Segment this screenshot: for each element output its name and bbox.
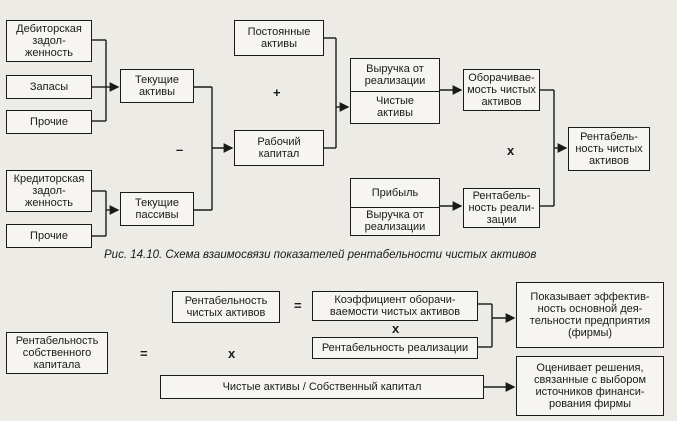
efficiency-note-box: Показывает эффектив- ность основной дея-… <box>516 282 664 348</box>
receivables-box: Дебиторская задол- женность <box>6 20 92 62</box>
current-assets-box: Текущие активы <box>120 69 194 103</box>
turnover-denominator: Чистые активы <box>375 95 415 120</box>
times-operator-top: x <box>507 143 515 158</box>
turnover-ratio-box: Выручка от реализации Чистые активы <box>350 58 440 124</box>
working-capital-box: Рабочий капитал <box>234 130 324 166</box>
leverage-box: Чистые активы / Собственный капитал <box>160 375 484 399</box>
turnover-numerator: Выручка от реализации <box>351 59 439 92</box>
roe-box: Рентабельность собственного капитала <box>6 332 108 374</box>
plus-operator: + <box>273 85 281 100</box>
other-current-box: Прочие <box>6 110 92 134</box>
margin-ratio-box: Прибыль Выручка от реализации <box>350 178 440 236</box>
current-liabilities-box: Текущие пассивы <box>120 192 194 226</box>
asset-turnover-box: Оборачивае- мость чистых активов <box>463 69 540 111</box>
other-liabilities-box: Прочие <box>6 224 92 248</box>
times-operator-2: x <box>228 346 236 361</box>
inventory-box: Запасы <box>6 75 92 99</box>
payables-box: Кредиторская задол- женность <box>6 170 92 212</box>
fixed-assets-box: Постоянные активы <box>234 20 324 56</box>
times-operator-1: x <box>392 321 400 336</box>
margin-numerator: Прибыль <box>351 179 439 208</box>
rona-formula-box: Рентабельность чистых активов <box>172 291 280 323</box>
turnover-coefficient-box: Коэффициент оборачи- ваемости чистых акт… <box>312 291 478 321</box>
equals-operator-2: = <box>294 298 302 313</box>
minus-operator: – <box>176 142 184 157</box>
sales-profitability-formula-box: Рентабельность реализации <box>312 337 478 359</box>
margin-denominator: Выручка от реализации <box>364 209 426 234</box>
sales-profitability-box: Рентабель- ность реали- зации <box>463 188 540 228</box>
equals-operator-1: = <box>140 346 148 361</box>
financing-note-box: Оценивает решения, связанные с выбором и… <box>516 356 664 416</box>
rona-box: Рентабель- ность чистых активов <box>568 127 650 171</box>
figure-caption: Рис. 14.10. Схема взаимосвязи показателе… <box>104 249 537 261</box>
